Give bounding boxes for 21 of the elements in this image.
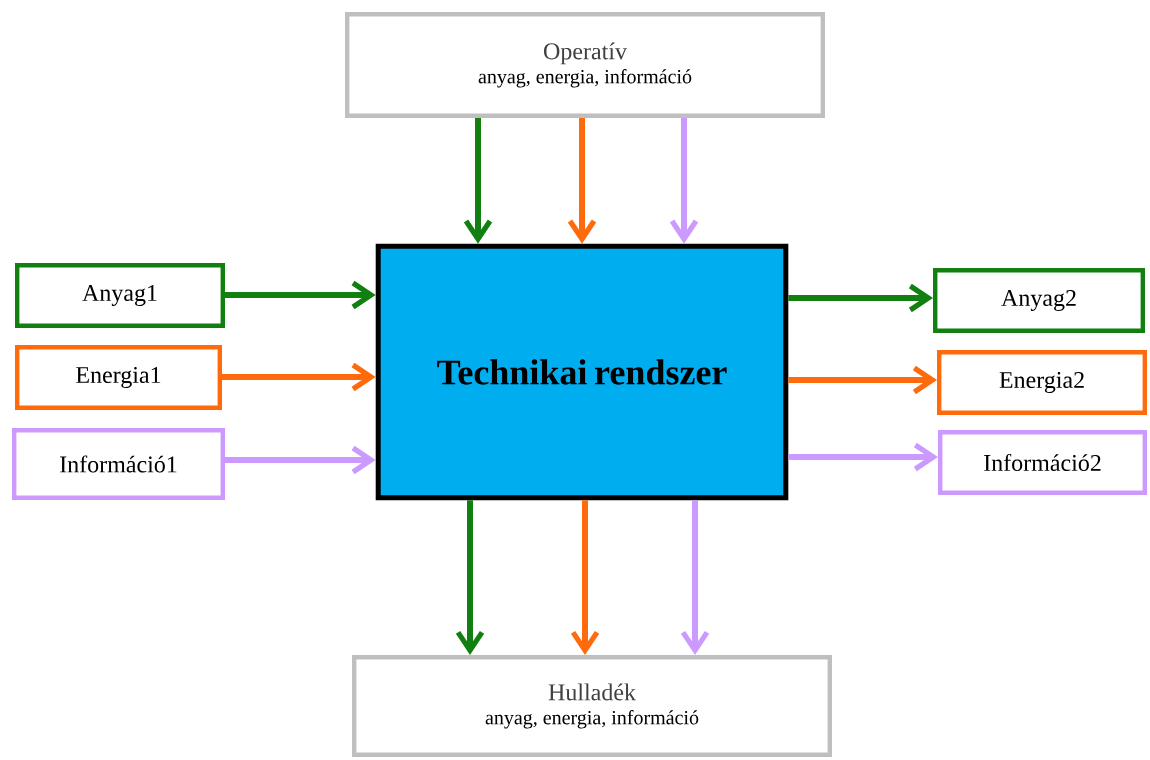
- arrow: [455, 500, 485, 655]
- arrow: [788, 365, 938, 395]
- input-box: Energia1: [15, 345, 222, 410]
- arrow: [669, 118, 699, 244]
- arrow: [788, 283, 934, 313]
- arrow: [567, 118, 597, 244]
- arrow: [463, 118, 493, 244]
- input-box: Anyag1: [15, 263, 225, 328]
- arrow: [680, 500, 710, 655]
- flow-box: Operatív anyag, energia, információ: [345, 12, 825, 118]
- arrow: [225, 280, 376, 310]
- system-box: Technikai rendszer: [375, 243, 789, 501]
- flow-box: Hulladék anyag, energia, információ: [352, 655, 832, 757]
- arrow: [788, 442, 938, 472]
- arrow: [222, 362, 376, 392]
- output-box: Anyag2: [933, 268, 1145, 333]
- arrow: [570, 500, 600, 655]
- output-box: Energia2: [937, 350, 1147, 415]
- output-box: Információ2: [938, 430, 1147, 495]
- input-box: Információ1: [12, 428, 225, 500]
- arrow: [225, 445, 376, 475]
